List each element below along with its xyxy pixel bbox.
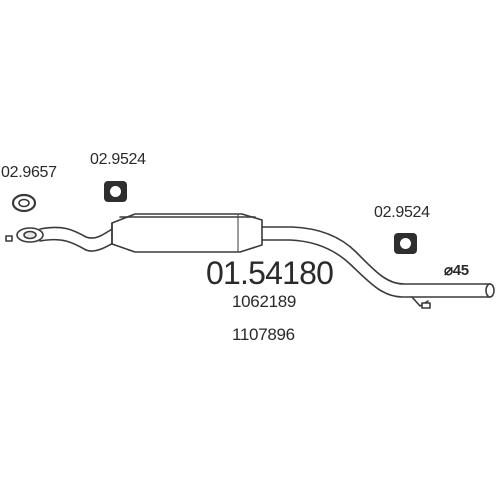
hanger-part-label: 02.9524 bbox=[374, 204, 430, 221]
part-number: 01.54180 bbox=[206, 255, 334, 291]
hanger-bracket bbox=[411, 296, 431, 309]
oem-number: 1062189 bbox=[232, 292, 297, 311]
hanger-part-label: 02.9524 bbox=[90, 151, 146, 168]
gasket-part-label: 02.9657 bbox=[1, 164, 57, 181]
rubber-hanger-icon bbox=[104, 181, 127, 202]
pipe-diameter-label: ⌀45 bbox=[444, 262, 469, 279]
rubber-hanger-icon bbox=[394, 233, 417, 254]
middle-muffler bbox=[111, 213, 263, 253]
tail-pipe bbox=[261, 226, 495, 298]
gasket-icon bbox=[11, 193, 37, 213]
oem-number: 1107896 bbox=[232, 325, 295, 344]
front-flange bbox=[5, 227, 44, 243]
